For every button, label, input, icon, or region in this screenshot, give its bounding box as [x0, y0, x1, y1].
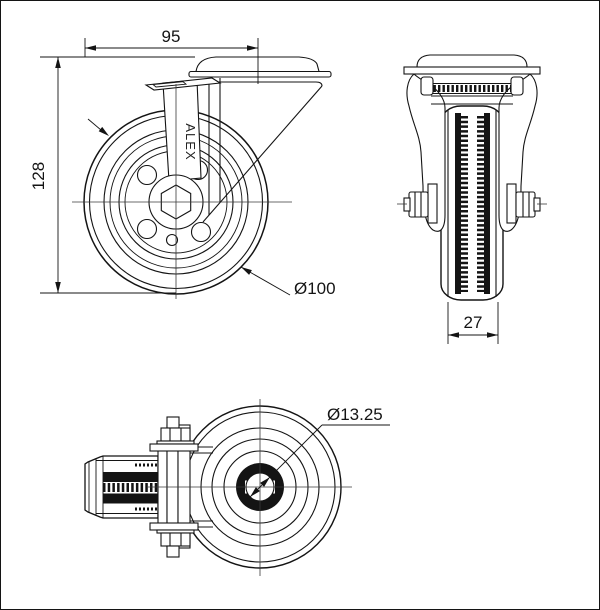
top-view-axle-bolt-top	[149, 416, 199, 452]
dimension-wheel-diameter	[240, 266, 291, 296]
dimension-height	[40, 56, 195, 294]
dim-label-128: 128	[29, 162, 48, 190]
side-view: ALEX 95 128 Ø100	[29, 27, 336, 299]
top-view-wheel	[84, 455, 159, 519]
plate-corner-tab	[144, 77, 222, 91]
dimension-bolt-hole	[249, 424, 390, 498]
side-view-centerlines	[72, 84, 292, 299]
tread-stripe	[103, 493, 158, 504]
front-view: 27	[397, 54, 547, 344]
axle-nut-right	[506, 183, 541, 224]
tread-stripe	[103, 472, 158, 482]
dimension-top-width	[84, 38, 259, 84]
dimension-wheel-width	[447, 302, 499, 344]
tire-leader-arrow	[87, 118, 109, 136]
fork-brand-label: ALEX	[183, 123, 198, 160]
dim-label-95: 95	[162, 27, 181, 46]
top-view: Ø13.25	[84, 399, 390, 576]
tread-stripe	[484, 113, 490, 294]
dim-label-27: 27	[464, 313, 483, 332]
front-view-top-plate	[403, 54, 541, 75]
side-view-top-plate	[144, 56, 332, 91]
tread-stripe	[455, 113, 461, 294]
axle-nut-left	[403, 183, 438, 224]
dim-label-d13-25: Ø13.25	[327, 405, 383, 424]
top-view-axle-bolt-bottom	[149, 522, 199, 558]
dim-label-d100: Ø100	[294, 279, 336, 298]
swivel-raceway	[420, 76, 524, 96]
